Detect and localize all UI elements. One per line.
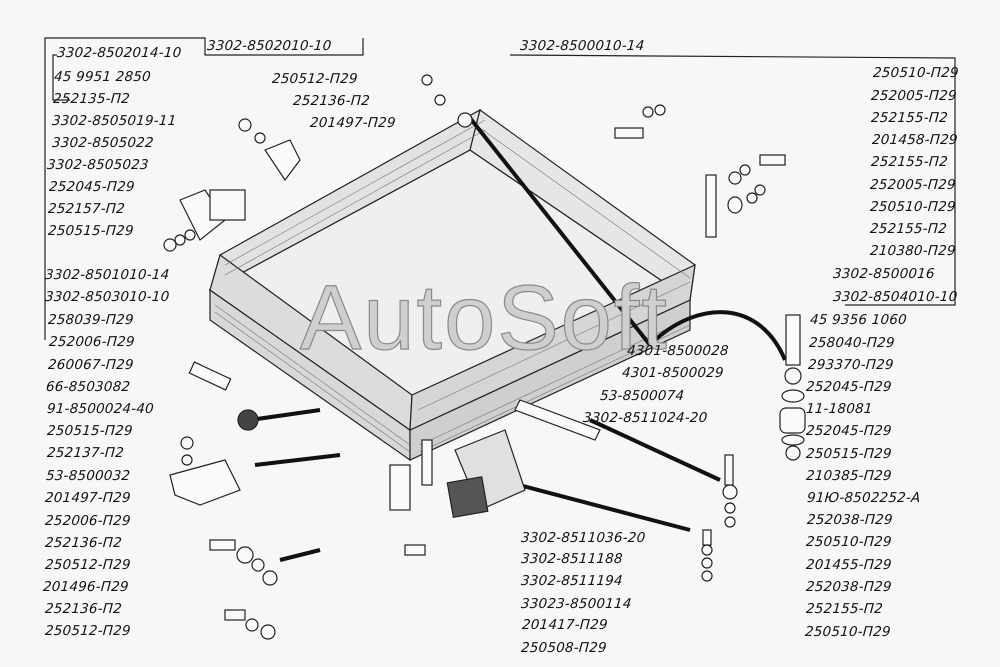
part-number-label: 252135-П2 — [52, 91, 131, 107]
part-number-label: 252045-П29 — [805, 379, 893, 395]
fasteners — [163, 74, 806, 640]
part-number-label: 210380-П29 — [869, 243, 957, 259]
cargo-platform — [208, 108, 696, 462]
part-number-label: 3302-8502014-10 — [56, 45, 182, 61]
cable — [653, 310, 787, 361]
part-number-label: 252038-П29 — [806, 512, 894, 528]
part-number-label: 66-8503082 — [45, 379, 131, 395]
part-number-label: 3302-8511194 — [520, 573, 624, 589]
part-number-label: 201496-П29 — [42, 579, 130, 595]
part-number-label: 252136-П2 — [292, 93, 371, 109]
part-number-label: 53-8500074 — [599, 388, 685, 404]
part-number-label: 210385-П29 — [805, 468, 893, 484]
part-number-label: 45 9951 2850 — [53, 69, 152, 85]
part-number-label: 250515-П29 — [805, 446, 893, 462]
part-number-label: 252155-П2 — [805, 601, 884, 617]
part-number-label: 4301-8500029 — [621, 365, 725, 381]
assembly-leader-lines — [249, 116, 721, 562]
part-number-label: 250515-П29 — [46, 423, 134, 439]
part-number-label: 252005-П29 — [869, 177, 957, 193]
part-number-label: 3302-8511036-20 — [520, 530, 646, 546]
part-number-label: 3302-8505019-11 — [51, 113, 177, 129]
part-number-label: 3302-8500010-14 — [519, 38, 645, 54]
part-number-label: 252155-П2 — [870, 154, 949, 170]
part-number-label: 260067-П29 — [47, 357, 135, 373]
part-number-label: 3302-8502010-10 — [206, 38, 332, 54]
part-number-label: 3302-8511024-20 — [582, 410, 708, 426]
part-number-label: 3302-8505023 — [46, 157, 150, 173]
part-number-label: 33023-8500114 — [520, 596, 633, 612]
part-number-label: 201455-П29 — [805, 557, 893, 573]
part-number-label: 250508-П29 — [520, 640, 608, 656]
frame-lines — [44, 37, 956, 340]
part-number-label: 3302-8501010-14 — [44, 267, 170, 283]
part-number-label: 250512-П29 — [44, 557, 132, 573]
part-number-label: 250515-П29 — [47, 223, 135, 239]
part-number-label: 252137-П2 — [46, 445, 125, 461]
part-number-label: 252006-П29 — [48, 334, 136, 350]
part-number-label: 252136-П2 — [44, 601, 123, 617]
part-number-label: 201497-П29 — [309, 115, 397, 131]
part-number-label: 258040-П29 — [808, 335, 896, 351]
part-number-label: 252045-П29 — [805, 423, 893, 439]
part-number-label: 252006-П29 — [44, 513, 132, 529]
part-number-label: 3302-8511188 — [520, 551, 624, 567]
part-number-label: 252005-П29 — [870, 88, 958, 104]
part-number-label: 250510-П29 — [804, 624, 892, 640]
part-number-label: 11-18081 — [805, 401, 874, 417]
part-number-label: 250512-П29 — [44, 623, 132, 639]
part-number-label: 3302-8504010-10 — [832, 289, 958, 305]
part-number-label: 252155-П2 — [869, 221, 948, 237]
part-number-label: 201417-П29 — [521, 617, 609, 633]
part-number-label: 250510-П29 — [869, 199, 957, 215]
part-number-label: 3302-8505022 — [51, 135, 155, 151]
part-number-label: 91Ю-8502252-А — [806, 490, 922, 506]
part-number-label: 250512-П29 — [271, 71, 359, 87]
part-number-label: 293370-П29 — [807, 357, 895, 373]
part-number-label: 3302-8503010-10 — [44, 289, 170, 305]
part-number-label: 250510-П29 — [872, 65, 960, 81]
part-number-label: 258039-П29 — [47, 312, 135, 328]
part-number-label: 252155-П2 — [870, 110, 949, 126]
part-number-label: 252136-П2 — [44, 535, 123, 551]
part-number-label: 45 9356 1060 — [809, 312, 908, 328]
part-number-label: 250510-П29 — [805, 534, 893, 550]
part-number-label: 91-8500024-40 — [46, 401, 155, 417]
part-number-label: 4301-8500028 — [626, 343, 730, 359]
part-number-label: 252045-П29 — [48, 179, 136, 195]
part-number-label: 252038-П29 — [805, 579, 893, 595]
part-number-label: 201458-П29 — [871, 132, 959, 148]
part-number-label: 3302-8500016 — [832, 266, 936, 282]
part-number-label: 53-8500032 — [45, 468, 131, 484]
watermark: AutoSoft — [299, 267, 669, 369]
part-number-label: 252157-П2 — [47, 201, 126, 217]
part-number-label: 201497-П29 — [44, 490, 132, 506]
